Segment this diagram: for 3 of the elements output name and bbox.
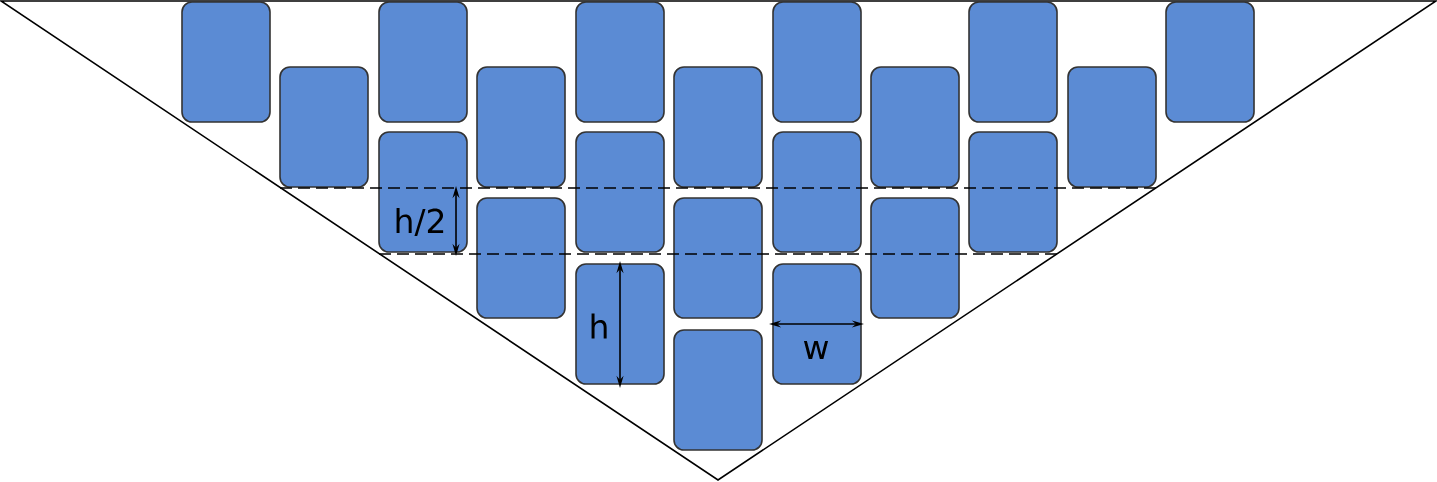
dimension-label: w [803,341,829,359]
dimension-label: h [591,313,607,339]
dimension-label: h/2 [396,208,444,236]
